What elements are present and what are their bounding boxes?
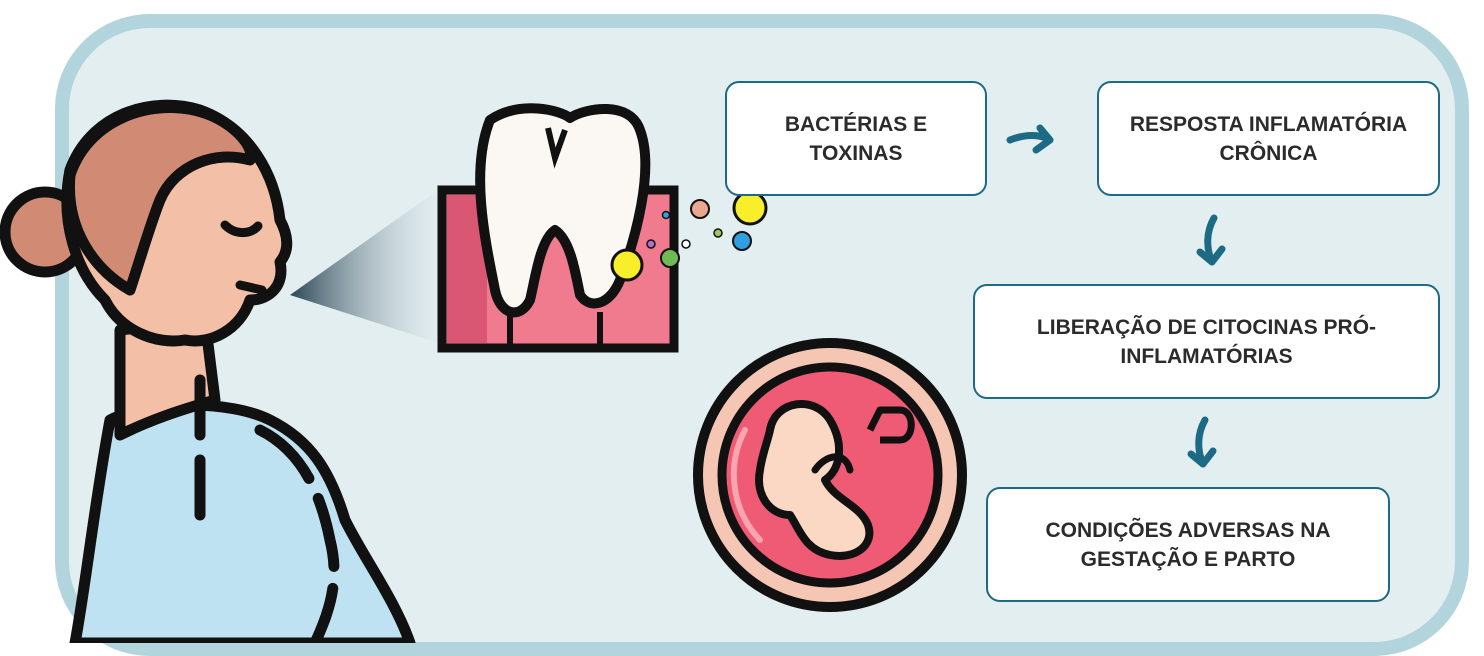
flow-step-label: RESPOSTA INFLAMATÓRIA CRÔNICA: [1113, 110, 1424, 168]
flow-step-label: LIBERAÇÃO DE CITOCINAS PRÓ-INFLAMATÓRIAS: [989, 313, 1424, 371]
flow-step-label: BACTÉRIAS E TOXINAS: [741, 110, 971, 168]
flow-step-cytokine-release: LIBERAÇÃO DE CITOCINAS PRÓ-INFLAMATÓRIAS: [973, 284, 1440, 399]
flow-step-adverse-conditions: CONDIÇÕES ADVERSAS NA GESTAÇÃO E PARTO: [986, 487, 1390, 602]
arrow-down-icon: [1200, 218, 1222, 262]
speech-cone: [290, 185, 445, 345]
arrow-down-icon: [1191, 420, 1213, 464]
flow-step-bacteria-toxins: BACTÉRIAS E TOXINAS: [725, 81, 987, 196]
fetus-icon: [698, 343, 962, 607]
flow-step-label: CONDIÇÕES ADVERSAS NA GESTAÇÃO E PARTO: [1002, 516, 1374, 574]
pregnant-woman-icon: [5, 105, 410, 643]
tooth-gum-icon: [442, 108, 674, 348]
flow-step-inflammatory-response: RESPOSTA INFLAMATÓRIA CRÔNICA: [1097, 81, 1440, 196]
arrow-right-icon: [1010, 128, 1050, 150]
